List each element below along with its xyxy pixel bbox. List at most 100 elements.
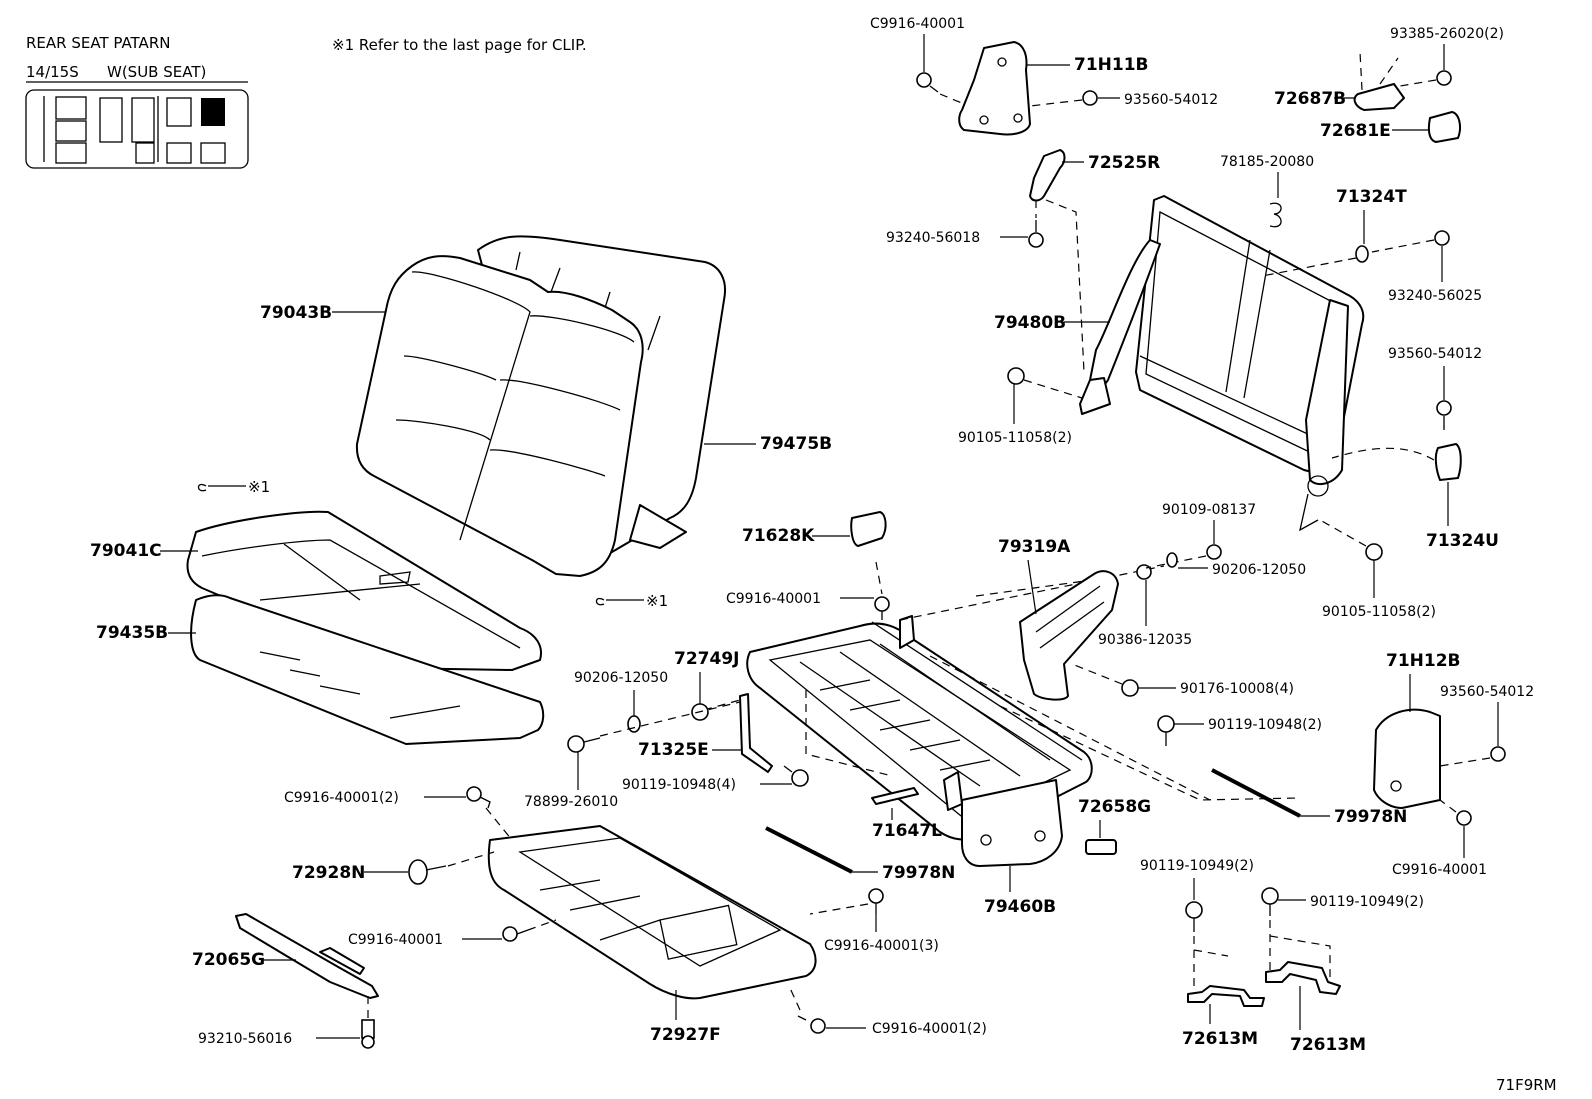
label-90109-08137: 90109-08137: [1162, 502, 1256, 518]
seat-layout-box: [25, 89, 249, 169]
label-71324T: 71324T: [1336, 187, 1407, 207]
label-79319A: 79319A: [998, 537, 1071, 557]
cap-72658G: [1085, 839, 1117, 855]
bolt-90176-10008-4: [1071, 663, 1139, 697]
bracket-72613M-b: [1265, 961, 1341, 995]
label-79435B: 79435B: [96, 623, 168, 643]
label-72927F: 72927F: [650, 1025, 721, 1045]
label-79480B: 79480B: [994, 313, 1066, 333]
screw-93560-54012-b: [1436, 400, 1452, 430]
label-79041C: 79041C: [90, 541, 162, 561]
label-72065G: 72065G: [192, 950, 265, 970]
label-72613M-b: 72613M: [1290, 1035, 1366, 1055]
rod-79978N-b: [1211, 768, 1301, 818]
label-93560-54012-c: 93560-54012: [1440, 684, 1534, 700]
bolt-90119-10948-2: [1157, 715, 1175, 746]
seat-pattern-key: REAR SEAT PATARN 14/15S W(SUB SEAT): [25, 34, 249, 169]
label-90105-11058-2-b: 90105-11058(2): [1322, 604, 1436, 620]
clip-C9916-40001-c: [916, 72, 965, 105]
clip-72928N: [408, 851, 495, 885]
cover-72681E: [1427, 111, 1461, 143]
cover-71324U: [1331, 443, 1462, 481]
label-71H11B: 71H11B: [1074, 55, 1149, 75]
bracket-71325E: [703, 693, 773, 773]
washer-90206-12050-a: [627, 715, 641, 733]
label-C9916-40001-3: C9916-40001(3): [824, 938, 939, 954]
label-90119-10948-2: 90119-10948(2): [1208, 717, 1322, 733]
cap-71628K: [850, 511, 887, 547]
svg-text:※1: ※1: [646, 592, 668, 610]
label-78899-26010: 78899-26010: [524, 794, 618, 810]
rod-71647L: [871, 787, 919, 805]
label-90119-10949-2-a: 90119-10949(2): [1140, 858, 1254, 874]
key-seat-type: W(SUB SEAT): [107, 63, 206, 81]
selected-seat-marker: [201, 98, 225, 126]
cushion-pad-79435B: [190, 594, 545, 745]
label-79978N-b: 79978N: [1334, 807, 1407, 827]
label-C9916-40001-b: C9916-40001: [726, 591, 821, 607]
label-93210-56016: 93210-56016: [198, 1031, 292, 1047]
clip-reference-2: ※1: [595, 592, 668, 610]
clip-C9916-40001-2-a: [466, 786, 513, 841]
label-93240-56018: 93240-56018: [886, 230, 980, 246]
bolt-90109-08137: [1145, 544, 1222, 569]
label-C9916-40001-c: C9916-40001: [870, 16, 965, 32]
bolt-93210-56016: [361, 996, 375, 1049]
key-title: REAR SEAT PATARN: [26, 34, 170, 52]
clip-C9916-40001-2-b: [789, 987, 826, 1034]
label-93385-26020-2: 93385-26020(2): [1390, 26, 1504, 42]
label-90119-10948-4: 90119-10948(4): [622, 777, 736, 793]
clip-C9916-40001-d: [1439, 799, 1472, 826]
washer-90206-12050-b: [1166, 552, 1178, 568]
screw-93240-56025: [1371, 230, 1450, 253]
label-71628K: 71628K: [742, 526, 815, 546]
cushion-frame: [746, 615, 1093, 841]
label-90119-10949-2-b: 90119-10949(2): [1310, 894, 1424, 910]
label-71H12B: 71H12B: [1386, 651, 1461, 671]
bolt-90119-10949-2-a: [1185, 901, 1203, 990]
screw-93240-56018: [1028, 200, 1044, 248]
label-C9916-40001-2-b: C9916-40001(2): [872, 1021, 987, 1037]
label-93560-54012-a: 93560-54012: [1124, 92, 1218, 108]
label-C9916-40001-a: C9916-40001: [348, 932, 443, 948]
label-C9916-40001-d: C9916-40001: [1392, 862, 1487, 878]
label-72687B: 72687B: [1274, 89, 1346, 109]
label-72525R: 72525R: [1088, 153, 1160, 173]
seat-tray-72927F: [487, 825, 817, 1000]
rod-79978N-a: [765, 826, 853, 874]
bracket-72613M-a: [1187, 985, 1265, 1007]
handle-72525R: [1029, 149, 1066, 202]
clip-reference-note: ※1 Refer to the last page for CLIP.: [332, 36, 587, 54]
label-90176-10008-4: 90176-10008(4): [1180, 681, 1294, 697]
bolt-90119-10949-2-b: [1261, 887, 1279, 976]
support-bracket-79460B: [943, 771, 1063, 867]
washer-90386-12035: [1136, 564, 1152, 580]
label-72928N: 72928N: [292, 863, 365, 883]
label-C9916-40001-2-a: C9916-40001(2): [284, 790, 399, 806]
cover-71H12B: [1373, 708, 1441, 809]
bolt-90119-10948-4: [783, 765, 809, 787]
label-71647L: 71647L: [872, 821, 942, 841]
clip-78185-20080: [1269, 202, 1282, 228]
svg-text:※1: ※1: [248, 478, 270, 496]
label-72749J: 72749J: [674, 649, 739, 669]
bracket-72065G: [235, 913, 379, 999]
label-72658G: 72658G: [1078, 797, 1151, 817]
label-72681E: 72681E: [1320, 121, 1391, 141]
bolt-90105-11058-2-a: [1007, 367, 1083, 399]
label-79043B: 79043B: [260, 303, 332, 323]
label-93560-54012-b: 93560-54012: [1388, 346, 1482, 362]
label-79460B: 79460B: [984, 897, 1056, 917]
diagram-code: 71F9RM: [1496, 1076, 1557, 1094]
label-90206-12050-a: 90206-12050: [574, 670, 668, 686]
clip-reference-1: ※1: [197, 478, 270, 496]
screw-93385-26020-2: [1399, 70, 1452, 87]
label-78185-20080: 78185-20080: [1220, 154, 1314, 170]
label-71324U: 71324U: [1426, 531, 1499, 551]
label-79475B: 79475B: [760, 434, 832, 454]
clip-C9916-40001-3: [809, 888, 884, 915]
label-90206-12050-b: 90206-12050: [1212, 562, 1306, 578]
cap-71324T: [1355, 245, 1369, 263]
striker-72687B: [1353, 51, 1405, 111]
